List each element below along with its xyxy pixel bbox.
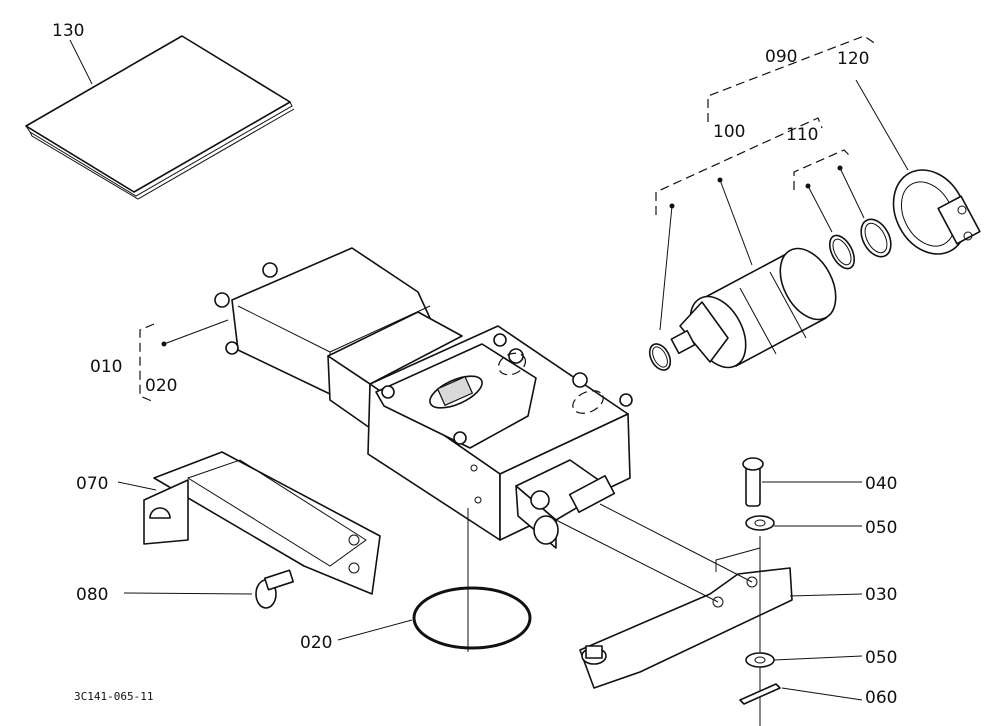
callout-060: 060 [865, 688, 897, 708]
part-050-washer-upper [745, 515, 775, 531]
part-080-bolt [255, 569, 295, 609]
callout-020-lower: 020 [300, 633, 332, 653]
part-010-valve-body [214, 247, 633, 549]
callout-110: 110 [786, 125, 818, 145]
part-050-washer-lower [745, 652, 775, 668]
drawing-code: 3C141-065-11 [74, 690, 153, 703]
callout-070: 070 [76, 474, 108, 494]
callout-100: 100 [713, 122, 745, 142]
callout-010: 010 [90, 357, 122, 377]
callout-120: 120 [837, 49, 869, 69]
callout-020-upper: 020 [145, 376, 177, 396]
part-040-pin [742, 457, 764, 507]
part-100-solenoid [670, 247, 837, 369]
part-030-lever [579, 567, 793, 689]
callout-040: 040 [865, 474, 897, 494]
o-ring-110-b [860, 218, 892, 258]
o-ring-110-a [828, 234, 856, 270]
callout-090: 090 [765, 47, 797, 67]
bracket-110 [793, 149, 853, 190]
callout-030: 030 [865, 585, 897, 605]
callout-050-upper: 050 [865, 518, 897, 538]
bracket-090 [707, 35, 877, 122]
bracket-100 [655, 117, 823, 215]
part-060-cotter-pin [739, 683, 781, 705]
callout-130: 130 [52, 21, 84, 41]
callout-080: 080 [76, 585, 108, 605]
part-130-manual [25, 35, 295, 200]
part-020-o-ring [412, 586, 532, 650]
part-120-clamp [892, 169, 981, 255]
o-ring-small-left [648, 343, 672, 371]
part-070-bracket [143, 451, 381, 595]
callout-050-lower: 050 [865, 648, 897, 668]
